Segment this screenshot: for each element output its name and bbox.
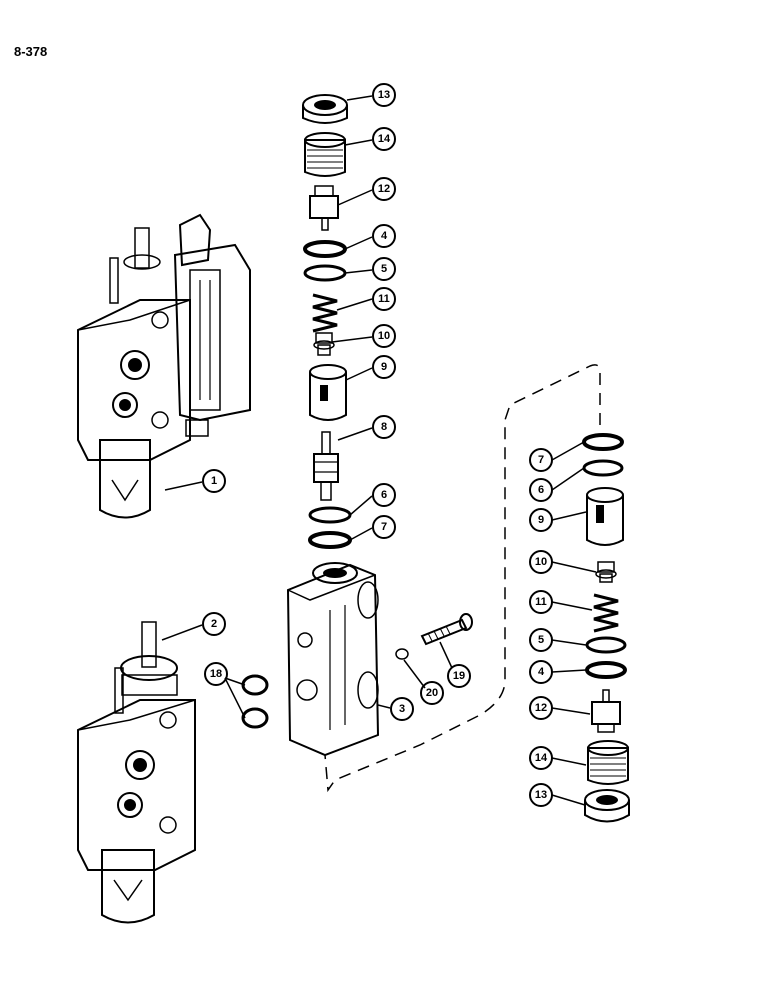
part-plug-14-right bbox=[587, 740, 629, 785]
callout-label: 19 bbox=[453, 670, 465, 682]
part-o-ring-6-center bbox=[308, 506, 352, 524]
part-poppet-12-right bbox=[591, 689, 621, 733]
part-poppet-12-top bbox=[309, 185, 339, 231]
callout-label: 5 bbox=[381, 263, 387, 275]
callout-label: 13 bbox=[378, 89, 390, 101]
callout-12-right: 12 bbox=[529, 696, 553, 720]
callout-11-right: 11 bbox=[529, 590, 553, 614]
part-seal-18-a bbox=[241, 674, 269, 696]
part-backup-ring-7-center bbox=[308, 531, 352, 549]
callout-3: 3 bbox=[390, 697, 414, 721]
callout-label: 2 bbox=[211, 618, 217, 630]
callout-label: 1 bbox=[211, 475, 217, 487]
part-hex-nut-13-top bbox=[302, 94, 348, 124]
callout-1: 1 bbox=[202, 469, 226, 493]
callout-label: 8 bbox=[381, 421, 387, 433]
callout-7-right: 7 bbox=[529, 448, 553, 472]
callout-14-top: 14 bbox=[372, 127, 396, 151]
callout-5-top: 5 bbox=[372, 257, 396, 281]
callout-18: 18 bbox=[204, 662, 228, 686]
callout-7-center: 7 bbox=[372, 515, 396, 539]
part-plug-14-top bbox=[304, 132, 346, 177]
callout-label: 9 bbox=[538, 514, 544, 526]
callout-label: 10 bbox=[378, 330, 390, 342]
part-seat-10-right bbox=[595, 561, 617, 583]
callout-label: 4 bbox=[538, 666, 545, 678]
part-o-ring-5-top bbox=[303, 264, 347, 282]
callout-9-right: 9 bbox=[529, 508, 553, 532]
callout-4-top: 4 bbox=[372, 224, 396, 248]
leader-lines bbox=[161, 95, 597, 806]
callout-13-top: 13 bbox=[372, 83, 396, 107]
part-spring-11-top bbox=[312, 293, 338, 333]
callout-label: 4 bbox=[381, 230, 388, 242]
part-seat-10-top bbox=[313, 332, 335, 356]
part-spool-8 bbox=[313, 431, 339, 501]
callout-5-right: 5 bbox=[529, 628, 553, 652]
valve-assembly-1 bbox=[77, 213, 251, 519]
callout-6-right: 6 bbox=[529, 478, 553, 502]
callout-label: 14 bbox=[378, 133, 391, 145]
callout-label: 6 bbox=[381, 489, 387, 501]
assembly-dashed-line bbox=[324, 364, 601, 793]
callout-8: 8 bbox=[372, 415, 396, 439]
part-hex-nut-13-right bbox=[584, 789, 630, 823]
callout-10-right: 10 bbox=[529, 550, 553, 574]
callout-20: 20 bbox=[420, 681, 444, 705]
callout-6-center: 6 bbox=[372, 483, 396, 507]
part-nut-20 bbox=[395, 648, 409, 660]
part-sleeve-9-right bbox=[586, 487, 624, 546]
callout-label: 14 bbox=[535, 752, 548, 764]
callout-label: 5 bbox=[538, 634, 544, 646]
part-backup-ring-4-right bbox=[585, 661, 627, 679]
callout-13-right: 13 bbox=[529, 783, 553, 807]
callout-4-right: 4 bbox=[529, 660, 553, 684]
part-o-ring-6-right bbox=[582, 459, 624, 477]
part-seal-18-b bbox=[241, 707, 269, 729]
callout-10-top: 10 bbox=[372, 324, 396, 348]
callout-label: 11 bbox=[378, 293, 390, 305]
callout-label: 13 bbox=[535, 789, 547, 801]
valve-assembly-2 bbox=[77, 621, 196, 924]
callout-label: 20 bbox=[426, 687, 438, 699]
part-backup-ring-4-top bbox=[303, 240, 347, 258]
part-o-ring-5-right bbox=[585, 636, 627, 654]
callout-11-top: 11 bbox=[372, 287, 396, 311]
callout-label: 10 bbox=[535, 556, 547, 568]
callout-label: 11 bbox=[535, 596, 547, 608]
part-backup-ring-7-right bbox=[582, 433, 624, 451]
callout-2: 2 bbox=[202, 612, 226, 636]
callout-label: 6 bbox=[538, 484, 544, 496]
callout-19: 19 bbox=[447, 664, 471, 688]
callout-14-right: 14 bbox=[529, 746, 553, 770]
part-spring-11-right bbox=[593, 593, 619, 633]
callout-label: 18 bbox=[210, 668, 222, 680]
callout-label: 3 bbox=[399, 703, 405, 715]
callout-label: 7 bbox=[538, 454, 544, 466]
page-number: 8-378 bbox=[14, 44, 48, 59]
callout-label: 12 bbox=[535, 702, 547, 714]
callout-label: 7 bbox=[381, 521, 387, 533]
section-body-3 bbox=[286, 562, 380, 757]
callout-label: 12 bbox=[378, 183, 390, 195]
callout-label: 9 bbox=[381, 361, 387, 373]
callout-12-top: 12 bbox=[372, 177, 396, 201]
part-sleeve-9-top bbox=[309, 364, 347, 421]
part-bolt-19 bbox=[420, 613, 473, 646]
callout-9-top: 9 bbox=[372, 355, 396, 379]
